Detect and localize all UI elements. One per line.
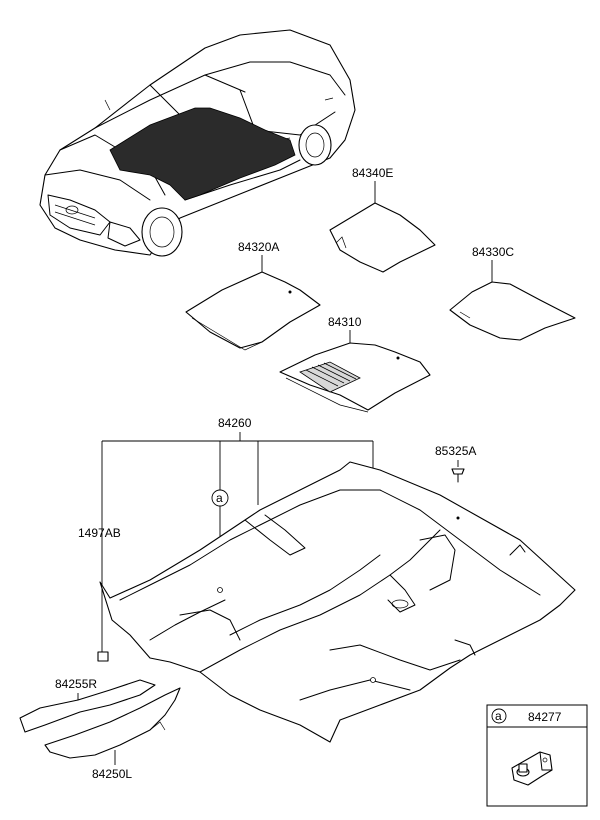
insulator-84255R: 84255R	[19, 677, 156, 733]
label-84320A: 84320A	[238, 240, 279, 254]
inset-callout-a	[491, 708, 507, 724]
mat-84310: 84310	[279, 315, 431, 413]
label-84340E: 84340E	[352, 166, 393, 180]
insulator-84250L: 84250L	[44, 687, 181, 781]
label-84255R: 84255R	[55, 677, 97, 691]
mat-84320A: 84320A	[185, 240, 321, 351]
mat-84340E: 84340E	[329, 166, 436, 273]
label-84260: 84260	[218, 416, 252, 430]
car-illustration	[39, 29, 356, 257]
label-1497AB: 1497AB	[78, 526, 121, 540]
label-85325A: 85325A	[435, 444, 476, 458]
clip-85325A: 85325A	[435, 444, 476, 483]
label-84250L: 84250L	[92, 767, 132, 781]
inset-callout-letter: a	[495, 709, 502, 723]
label-84277: 84277	[528, 710, 562, 724]
callout-a-left-letter: a	[216, 491, 223, 505]
clip-1497AB: 1497AB	[78, 526, 121, 662]
callout-a-left	[211, 489, 229, 507]
carpet-84260: 84260 a a	[99, 416, 576, 743]
mat-84330C: 84330C	[449, 245, 576, 341]
label-84310: 84310	[328, 315, 362, 329]
inset-84277: a 84277	[486, 704, 588, 807]
label-84330C: 84330C	[472, 245, 514, 259]
